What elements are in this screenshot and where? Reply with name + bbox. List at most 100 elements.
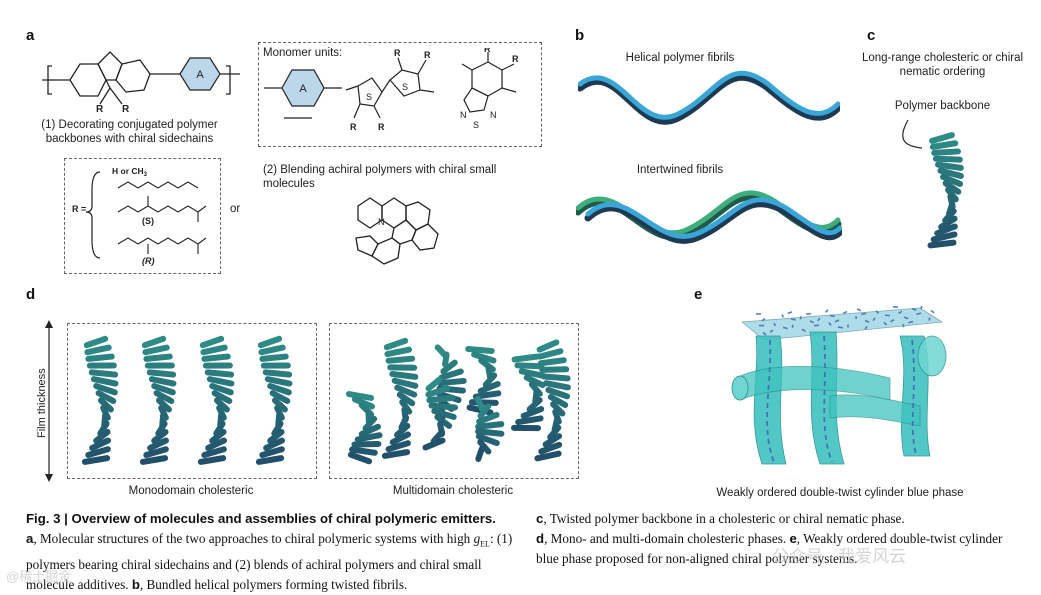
caption-c-text: , Twisted polymer backbone in a choleste… <box>543 511 904 526</box>
c-rod <box>934 151 958 152</box>
multi-rod <box>426 440 443 447</box>
twisted-backbone-illustration <box>890 114 990 254</box>
intertwined-fibril-illustration <box>576 182 842 257</box>
btd-n-2: N <box>490 110 497 120</box>
panel-c-letter: c <box>867 27 875 44</box>
multi-rod <box>468 349 492 351</box>
multi-rod <box>546 383 568 387</box>
panel-a-letter: a <box>26 27 34 44</box>
btd-s: S <box>473 120 479 130</box>
mono-rod <box>146 357 169 359</box>
plane-dash <box>838 327 843 328</box>
caption-fig-label: Fig. 3 | <box>26 511 71 526</box>
mono-rod <box>152 379 174 383</box>
c-rod <box>936 159 960 160</box>
panel-d-letter: d <box>26 286 35 303</box>
caption-title: Overview of molecules and assemblies of … <box>71 511 495 526</box>
multi-rod <box>445 355 446 365</box>
multi-rod <box>387 350 409 354</box>
plane-dash <box>788 312 792 314</box>
r-right: R <box>122 104 130 115</box>
caption-g-sub: EL <box>480 540 490 549</box>
plane-dash <box>908 322 913 323</box>
r-sub-1: R <box>350 122 357 132</box>
multi-rod <box>389 359 412 361</box>
c-rod-stack <box>930 135 960 245</box>
polymer-backbone-label: Polymer backbone <box>880 99 1005 113</box>
multi-rod <box>351 455 369 462</box>
multi-rod <box>540 342 557 349</box>
mono-rod <box>145 348 166 353</box>
helical-fibrils-title: Helical polymer fibrils <box>580 51 780 65</box>
mono-rod <box>87 348 108 353</box>
blue-phase-illustration <box>720 296 960 472</box>
multi-rod <box>429 398 452 400</box>
helicene-structure: N <box>348 192 448 272</box>
multi-rod <box>392 374 415 377</box>
caption-d-text: , Mono- and multi-domain cholesteric pha… <box>544 531 789 546</box>
plane-dash <box>903 324 904 327</box>
c-rod <box>930 243 953 246</box>
r-sub-3: R <box>394 48 401 58</box>
c-rod <box>932 135 952 141</box>
multi-rod <box>541 360 564 363</box>
plane-dash <box>791 319 796 320</box>
helical-fibril-illustration <box>578 68 840 143</box>
mono-rod <box>203 339 221 345</box>
monodomain-label: Monodomain cholesteric <box>67 484 315 498</box>
approach-1-label: (1) Decorating conjugated polymer backbo… <box>22 118 237 146</box>
multidomain-label: Multidomain cholesteric <box>329 484 577 498</box>
multi-rod <box>431 406 455 408</box>
caption-b-letter: b <box>132 577 140 592</box>
pyridine-n: N <box>378 217 385 227</box>
mono-rod <box>208 372 231 374</box>
c-rod <box>938 165 961 168</box>
mono-rod <box>261 339 279 345</box>
caption-b-text: , Bundled helical polymers forming twist… <box>140 577 407 592</box>
mono-rod <box>204 357 227 359</box>
r-left: R <box>96 104 104 115</box>
multi-rod <box>478 399 482 409</box>
mono-rod <box>88 357 111 359</box>
multi-rod <box>352 449 375 452</box>
plane-dash <box>843 312 847 314</box>
fluorene-polymer-structure: A R R <box>40 36 250 118</box>
watermark-right: 公众号 · 我爱风云 <box>772 542 906 567</box>
plane-dash <box>861 313 866 314</box>
monomer-structures: A S S R R R R R R N N S <box>262 48 538 143</box>
multi-rod <box>472 402 496 403</box>
mono-rod <box>92 372 115 374</box>
multi-rod <box>544 376 568 378</box>
caption-left: Fig. 3 | Overview of molecules and assem… <box>26 509 514 595</box>
r-equals: R = <box>72 204 86 214</box>
monomer-ring-label: A <box>299 83 307 95</box>
caption-d-letter: d <box>536 531 544 546</box>
sidechain-structures: R = H or CH3 (S) (R) <box>68 160 218 272</box>
r-label: (R) <box>142 256 155 266</box>
monodomain-illustration <box>68 324 314 476</box>
multi-rod <box>349 394 371 398</box>
intertwined-fibrils-title: Intertwined fibrils <box>580 163 780 177</box>
mono-rod <box>261 348 282 353</box>
plane-shape <box>742 308 942 340</box>
multi-rod <box>358 435 380 439</box>
film-thickness-axis: Film thickness <box>34 320 64 482</box>
plane-dash <box>857 309 861 311</box>
multi-rod <box>476 393 499 396</box>
panel-b-letter: b <box>575 27 584 44</box>
r-sub-2: R <box>378 122 385 132</box>
mono-rod <box>210 379 232 383</box>
multi-rod <box>517 365 541 366</box>
caption-a-text-1: , Molecular structures of the two approa… <box>33 531 473 546</box>
mono-rod <box>143 458 165 462</box>
r-sub-4: R <box>424 50 431 60</box>
multi-rod <box>478 424 501 427</box>
plane-dash <box>830 316 835 317</box>
multi-rod <box>518 418 540 422</box>
multi-rod <box>478 449 481 459</box>
multi-rod <box>540 351 560 356</box>
or-label: or <box>230 202 240 216</box>
btd-n-1: N <box>460 110 467 120</box>
mono-rod <box>266 372 289 374</box>
mono-rod <box>203 348 224 353</box>
